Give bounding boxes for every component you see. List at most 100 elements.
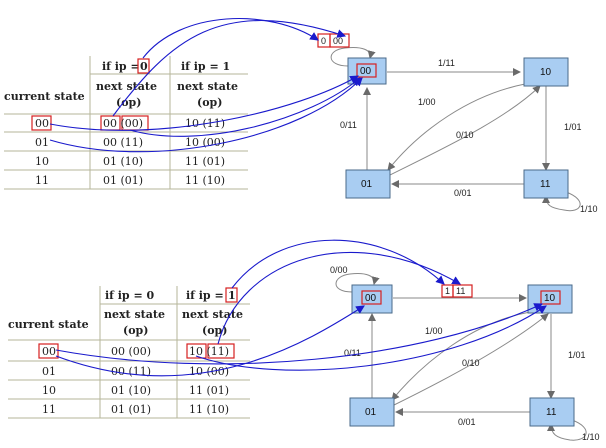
cell-next-ip1: 11 (01): [189, 384, 229, 397]
label-00-10-input: 1: [445, 286, 450, 296]
self-loop-00: [330, 47, 376, 67]
header-op-ip1-bottom: (op): [202, 324, 227, 337]
table-row: 10 01 (10) 11 (01): [35, 155, 225, 168]
transition-table-bottom: if ip = 0 if ip = 1 current state next s…: [8, 286, 250, 419]
self-loop-11: [542, 191, 581, 212]
cell-next-ip1: 11 (10): [185, 174, 225, 187]
cell-current: 10: [35, 155, 49, 168]
label-self-loop-11: 1/10: [580, 204, 598, 214]
table-row: 01 00 (11) 10 (00): [42, 365, 229, 378]
state-10-top: 10: [523, 57, 569, 87]
cell-current: 11: [42, 403, 56, 416]
cell-next-ip0: 01 (10): [111, 384, 151, 397]
label-11-01-bottom: 0/01: [458, 417, 476, 427]
next-state-10-highlight: [186, 343, 207, 359]
state-11-top: 11: [523, 169, 569, 199]
header-if-ip-1-bottom: if ip =: [186, 289, 224, 302]
cell-next-ip0: 00 (11): [111, 365, 151, 378]
state-01-bottom: 01: [349, 397, 395, 427]
cell-current: 01: [35, 136, 49, 149]
svg-text:01: 01: [361, 179, 373, 190]
svg-text:00: 00: [365, 293, 377, 304]
label-10-01-bottom: 1/00: [425, 326, 443, 336]
header-next-state-ip0-bottom: next state: [104, 308, 165, 321]
state-diagram-top: 00 10 01 11 0 00 1/11 1/00 0/10 0/11 1/0…: [317, 33, 598, 214]
header-ip0-value: 0: [140, 60, 148, 73]
self-loop-00-input: 0: [321, 36, 326, 46]
header-if-ip-1-top: if ip = 1: [181, 60, 230, 73]
self-loop-00-bottom: [335, 273, 380, 293]
mapping-arrows-top: [49, 18, 363, 153]
edge-00-10-output-highlight: [452, 284, 473, 298]
cell-current: 00: [35, 117, 49, 130]
label-10-11: 1/01: [564, 122, 582, 132]
state-diagram-bottom: 00 10 01 11 0/00 1 11 1/00 0/10 0/11 1/0…: [330, 265, 600, 442]
state-00-bottom: 00: [351, 284, 393, 314]
header-op-ip0-top: (op): [116, 96, 141, 109]
cell-next-ip0: 00 (11): [103, 136, 143, 149]
table-row: 10 01 (10) 11 (01): [42, 384, 229, 397]
self-loop-11-bottom: [547, 419, 587, 441]
cell-current: 10: [42, 384, 56, 397]
label-10-01: 1/00: [418, 97, 436, 107]
label-01-00: 0/11: [340, 120, 357, 130]
current-state-00-highlight: [31, 115, 52, 131]
label-self-loop-00-bottom: 0/00: [330, 265, 348, 275]
cell-next-ip1: 11 (10): [189, 403, 229, 416]
self-loop-00-output: 00: [333, 36, 343, 46]
cell-current: 11: [35, 174, 49, 187]
output-11-highlight: [207, 343, 235, 359]
edge-10-to-01-bottom: [391, 311, 531, 401]
label-01-10-bottom: 0/10: [462, 358, 480, 368]
header-current-state-bottom: current state: [8, 318, 89, 331]
label-self-loop-11-bottom: 1/10: [582, 432, 600, 442]
current-state-00-highlight-bottom: [38, 343, 59, 359]
ip1-highlight-box: [225, 287, 238, 303]
cell-next-ip1: 10 (11): [189, 345, 229, 358]
state-10-bottom: 10: [527, 284, 573, 314]
label-01-10: 0/10: [456, 130, 474, 140]
header-op-ip0-bottom: (op): [123, 324, 148, 337]
header-ip1-value: 1: [228, 289, 236, 302]
svg-text:10: 10: [544, 293, 556, 304]
cell-next-ip1: 11 (01): [185, 155, 225, 168]
header-if-ip-0-bottom: if ip = 0: [105, 289, 154, 302]
label-00-10-output: 11: [456, 286, 465, 296]
cell-next-ip1: 10 (00): [185, 136, 225, 149]
header-next-state-ip0-top: next state: [96, 80, 157, 93]
table-row: 00 00 (00) 10 (11): [35, 117, 225, 130]
ip0-highlight-box: [137, 58, 150, 74]
header-current-state-top: current state: [4, 90, 85, 103]
header-next-state-ip1-top: next state: [177, 80, 238, 93]
cell-current: 01: [42, 365, 56, 378]
table-row: 00 00 (00) 10 (11): [42, 345, 229, 358]
edge-10-to-01: [387, 83, 526, 171]
state-00-top: 00: [347, 57, 387, 85]
table-row: 01 00 (11) 10 (00): [35, 136, 225, 149]
label-00-10: 1/11: [438, 58, 455, 68]
cell-current: 00: [42, 345, 56, 358]
svg-text:01: 01: [365, 407, 377, 418]
mapping-arrows-bottom: [55, 239, 547, 377]
edge-01-to-10: [387, 85, 541, 177]
state-11-bottom: 11: [529, 397, 575, 427]
label-10-11-bottom: 1/01: [568, 350, 586, 360]
cell-next-ip0: 01 (01): [103, 174, 143, 187]
state-01-top: 01: [345, 169, 391, 199]
header-next-state-ip1-bottom: next state: [182, 308, 243, 321]
header-op-ip1-top: (op): [197, 96, 222, 109]
svg-text:10: 10: [540, 67, 552, 78]
label-01-00-bottom: 0/11: [344, 348, 361, 358]
cell-next-ip0: 00 (00): [111, 345, 151, 358]
header-if-ip-0-top: if ip =: [102, 60, 140, 73]
cell-next-ip0: 00 (00): [103, 117, 143, 130]
transition-table-top: if ip = 0 if ip = 1 current state next s…: [4, 56, 248, 190]
label-11-01: 0/01: [454, 188, 472, 198]
cell-next-ip0: 01 (01): [111, 403, 151, 416]
svg-text:00: 00: [360, 66, 372, 77]
svg-text:11: 11: [540, 179, 551, 190]
table-row: 11 01 (01) 11 (10): [35, 174, 225, 187]
svg-text:11: 11: [546, 407, 557, 418]
cell-next-ip0: 01 (10): [103, 155, 143, 168]
